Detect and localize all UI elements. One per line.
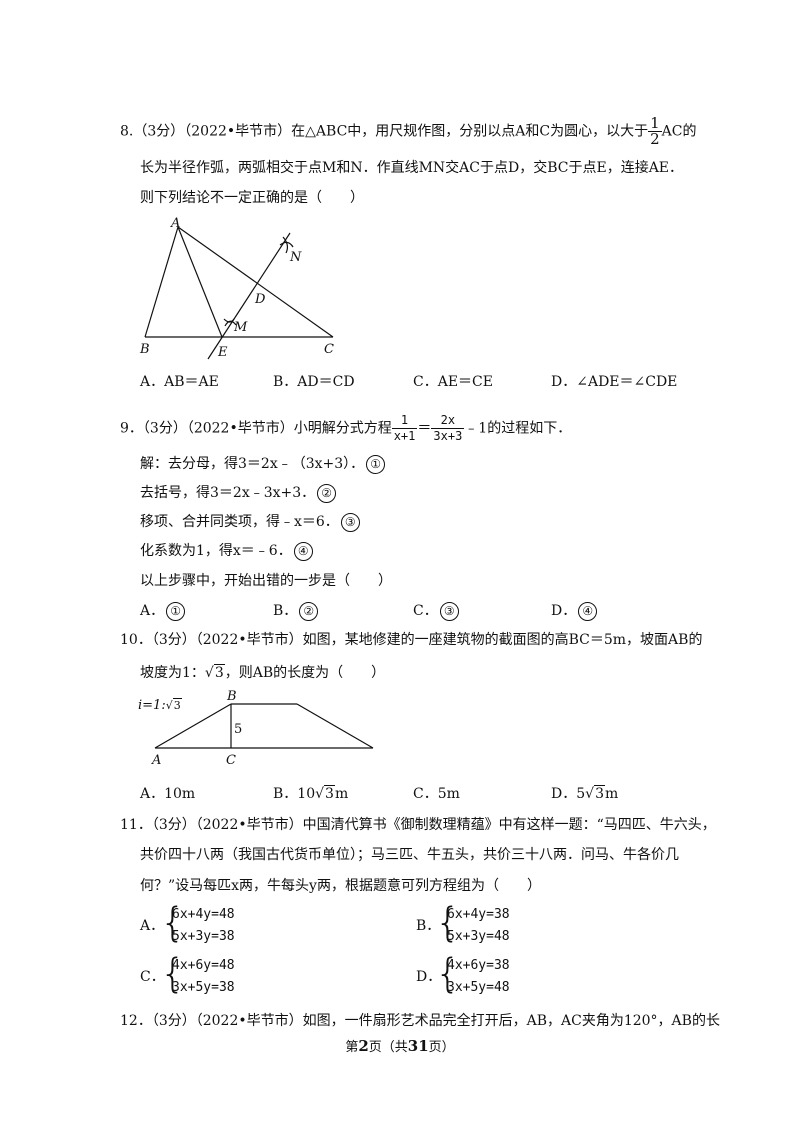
q11-option-c-letter: C． <box>140 969 165 985</box>
q9-step-4: 化系数为1，得x＝﹣6．④ <box>140 541 313 561</box>
page-footer: 第2页（共31页） <box>345 1037 455 1055</box>
q8-option-a: A．AB＝AE <box>140 374 219 390</box>
q9-option-d: D．④ <box>551 601 598 621</box>
q8-option-d: D．∠ADE＝∠CDE <box>551 374 678 390</box>
q10-label-c: C <box>226 753 236 768</box>
q11-option-a-brace: { <box>160 900 186 946</box>
q11-option-d-letter: D． <box>416 969 442 985</box>
q11-option-d-brace: { <box>435 951 461 997</box>
q9-prefix: 9．（3分）（2022•毕节市）小明解分式方程 <box>120 420 392 437</box>
q8-label-b: B <box>139 342 150 357</box>
q9-option-a: A．① <box>140 601 186 621</box>
q10-line1: 10．（3分）（2022•毕节市）如图，某地修建的一座建筑物的截面图的高BC＝5… <box>120 632 703 648</box>
q12-line1: 12．（3分）（2022•毕节市）如图，一件扇形艺术品完全打开后，AB，AC夹角… <box>120 1013 720 1029</box>
q11-line3: 何？”设马每匹x两，牛每头y两，根据题意可列方程组为（ ） <box>140 878 541 894</box>
q8-label-c: C <box>324 342 334 357</box>
q10-label-height: 5 <box>234 722 242 737</box>
q10-option-a: A．10m <box>140 786 196 802</box>
q9-equals: ＝ <box>417 420 432 437</box>
q8-option-b: B．AD＝CD <box>273 374 355 390</box>
q11-option-c-brace: { <box>160 951 186 997</box>
q10-option-c: C．5m <box>413 786 460 802</box>
q8-line1: 8.（3分）（2022•毕节市）在△ABC中，用尺规作图，分别以点A和C为圆心，… <box>120 116 696 147</box>
q10-slope-ratio: i=1:√3 <box>138 698 182 713</box>
q8-line3: 则下列结论不一定正确的是（ ） <box>140 190 364 206</box>
q9-option-b: B．② <box>273 601 319 621</box>
q8-suffix: AC的 <box>661 123 697 140</box>
q8-label-d: D <box>254 292 266 307</box>
q8-option-c: C．AE＝CE <box>413 374 493 390</box>
q10-trapezoid-figure: B 5 A C <box>151 689 374 768</box>
q11-option-a-letter: A． <box>140 918 165 934</box>
q9-step-3: 移项、合并同类项，得﹣x＝6．③ <box>140 512 360 532</box>
q10-label-a: A <box>151 753 161 768</box>
q9-question: 以上步骤中，开始出错的一步是（ ） <box>140 573 392 589</box>
q9-step-2: 去括号，得3＝2x﹣3x+3．② <box>140 483 337 503</box>
q10-line2: 坡度为1：√3，则AB的长度为（ ） <box>140 664 386 681</box>
q11-line1: 11．（3分）（2022•毕节市）中国清代算书《御制数理精蕴》中有这样一题：“马… <box>120 817 716 833</box>
q8-line2: 长为半径作弧，两弧相交于点M和N．作直线MN交AC于点D，交BC于点E，连接AE… <box>140 160 684 176</box>
q8-label-e: E <box>217 345 228 360</box>
q9-step-1: 解：去分母，得3＝2x﹣（3x+3）．① <box>140 454 386 474</box>
q10-label-b: B <box>226 689 237 704</box>
current-page: 2 <box>358 1037 369 1055</box>
q11-option-b-letter: B． <box>416 918 441 934</box>
total-pages: 31 <box>407 1037 429 1055</box>
q8-label-n: N <box>289 250 302 265</box>
q11-option-b-brace: { <box>435 900 461 946</box>
q10-option-d: D．5√3m <box>551 785 619 802</box>
q8-triangle-figure: A B C D E M N <box>139 216 334 360</box>
q10-option-b: B．10√3m <box>273 785 349 802</box>
q8-prefix: 8.（3分）（2022•毕节市）在△ABC中，用尺规作图，分别以点A和C为圆心，… <box>120 123 649 140</box>
q11-line2: 共价四十八两（我国古代货币单位）；马三匹、牛五头，共价三十八两．问马、牛各价几 <box>140 847 679 863</box>
q8-label-m: M <box>233 320 248 335</box>
q8-label-a: A <box>170 216 180 231</box>
q9-option-c: C．③ <box>413 601 459 621</box>
q9-suffix: ﹣1的过程如下． <box>464 420 572 437</box>
